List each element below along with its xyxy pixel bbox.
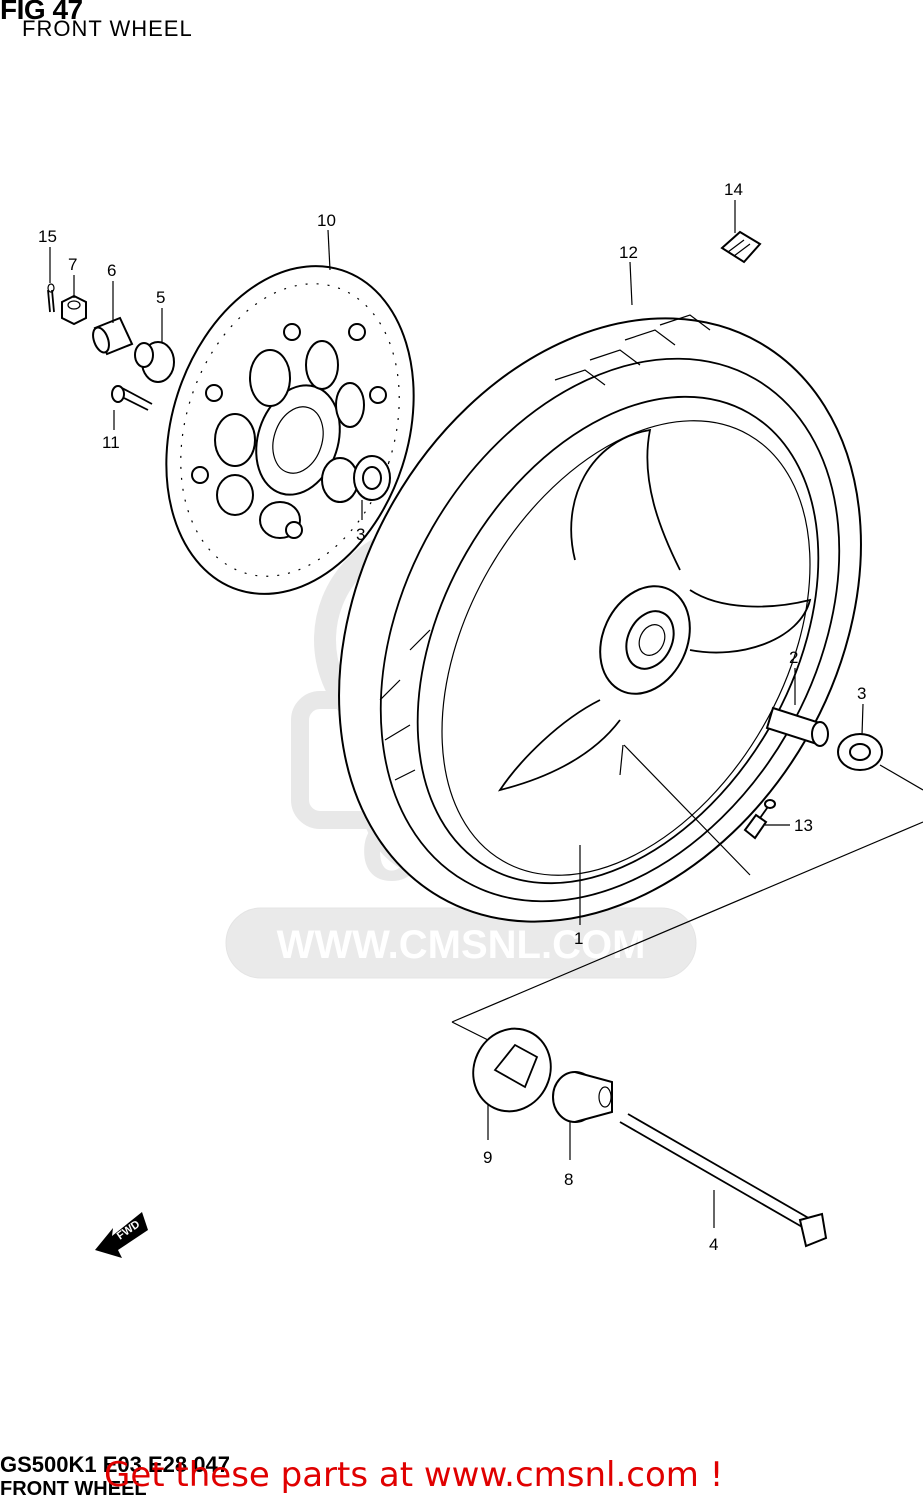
front-wheel	[338, 314, 862, 923]
callout-6: 6	[107, 261, 116, 280]
callout-4: 4	[709, 1235, 718, 1254]
cotter-pin	[47, 283, 55, 313]
watermark-text: WWW.CMSNL.COM	[277, 923, 646, 967]
callout-10: 10	[317, 211, 336, 230]
callout-13: 13	[794, 816, 813, 835]
hub-spacer	[765, 706, 829, 747]
axle-nut	[61, 294, 87, 326]
callout-9: 9	[483, 1148, 492, 1167]
footer-diagram-code: GS500K1 E03 E28 047	[0, 1452, 230, 1477]
page-title: FRONT WHEEL	[22, 16, 193, 41]
callout-5: 5	[156, 288, 165, 307]
callout-2: 2	[789, 648, 798, 667]
callout-12: 12	[619, 243, 638, 262]
fwd-arrow-icon: FWD	[95, 1212, 148, 1258]
cta-link[interactable]: Get these parts at www.cmsnl.com !	[104, 1455, 724, 1495]
callout-3-right: 3	[857, 684, 866, 703]
bearing-right	[837, 733, 883, 771]
brake-disc	[165, 265, 415, 595]
callout-3-left: 3	[356, 525, 365, 544]
fig-label: FIG 47	[0, 0, 83, 25]
leader-lines	[49, 200, 923, 1228]
callout-11: 11	[102, 433, 120, 452]
callout-1: 1	[574, 929, 583, 948]
callout-7: 7	[68, 255, 77, 274]
clip	[720, 230, 762, 264]
bearing-left	[353, 455, 391, 501]
footer-subtitle: FRONT WHEEL	[0, 1478, 147, 1500]
callout-14: 14	[724, 180, 743, 199]
callout-8: 8	[564, 1170, 573, 1189]
tire-valve	[743, 799, 776, 840]
front-axle	[619, 1113, 828, 1248]
spacer	[92, 316, 134, 356]
speedo-plate	[472, 1027, 552, 1113]
callout-labels: 15 7 6 5 11 10 12 14 3 2 3 13 1 9 8 4	[38, 180, 866, 1254]
callout-15: 15	[38, 227, 57, 246]
collar	[134, 341, 175, 383]
speedo-gearbox	[552, 1071, 613, 1123]
disc-bolt	[111, 385, 153, 411]
